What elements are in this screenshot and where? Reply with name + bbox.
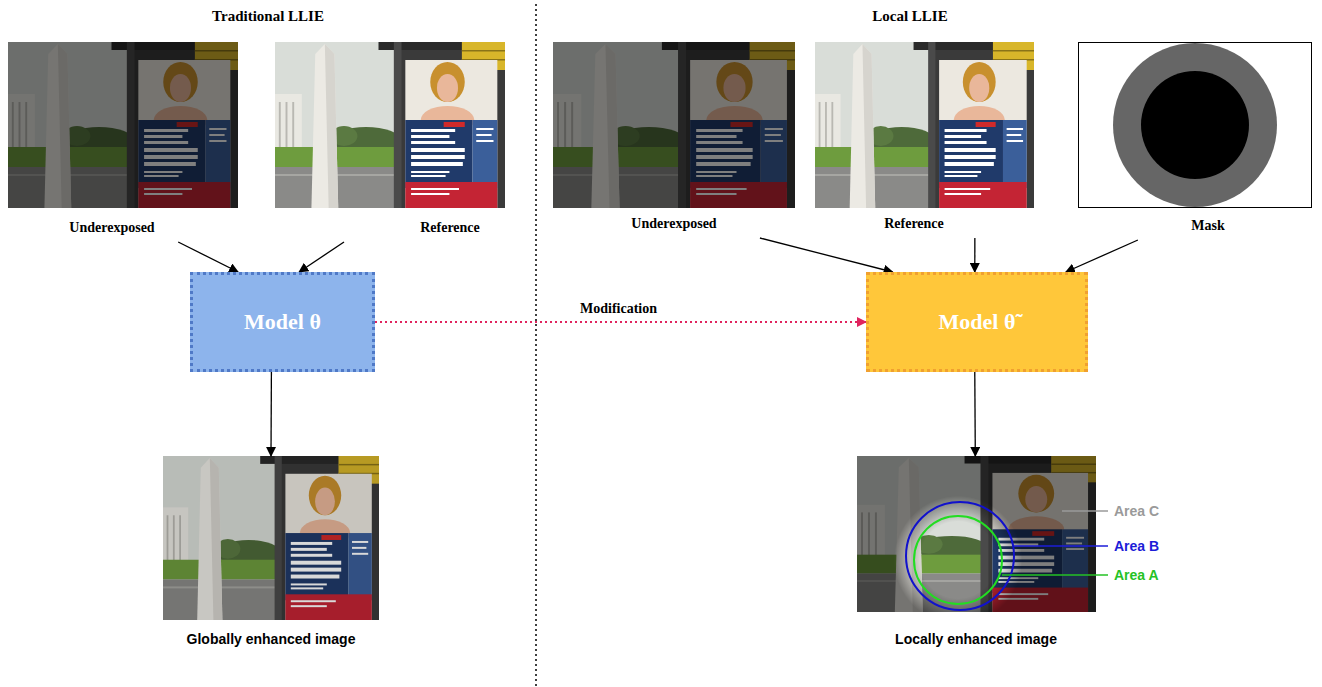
photo-panel: Locally enhanced image	[857, 456, 1096, 653]
photo-panel: Globally enhanced image	[163, 456, 379, 653]
flow-arrow	[1066, 240, 1138, 272]
leader-lines	[1002, 511, 1108, 575]
image-caption: Locally enhanced image	[895, 631, 1057, 647]
underexposed-photo	[553, 42, 795, 208]
underexposed-photo	[553, 42, 795, 208]
flow-arrow	[974, 372, 976, 456]
model-name: Model θ	[244, 309, 321, 335]
flow-arrow	[178, 242, 238, 272]
reference-photo	[815, 42, 1034, 208]
underexposed-photo	[8, 42, 238, 208]
section-heading: Traditional LLIE	[212, 8, 324, 25]
underexposed-photo	[8, 42, 238, 208]
section-heading: Local LLIE	[872, 8, 947, 25]
leader-lines	[1002, 574, 1108, 576]
leader-lines	[1062, 510, 1108, 512]
local-result-photo	[914, 516, 1002, 604]
photo-panel: Reference	[815, 42, 1034, 238]
edge-label: Modification	[578, 301, 659, 317]
image-caption: Mask	[1191, 218, 1224, 234]
local-result-photo	[857, 456, 1096, 612]
flow-arrow	[299, 242, 344, 272]
model-box: Model θ̃	[866, 272, 1088, 372]
mask-image	[1079, 43, 1312, 208]
image-caption: Globally enhanced image	[187, 631, 356, 647]
reference-photo	[815, 42, 1034, 208]
mask-image	[1141, 71, 1249, 179]
area-label: Area C	[1114, 503, 1159, 519]
area-label: Area A	[1114, 567, 1159, 583]
model-name: Model θ̃	[939, 309, 1016, 335]
image-caption: Reference	[420, 220, 480, 236]
mask-panel: Mask	[1078, 42, 1312, 240]
reference-photo	[275, 42, 505, 208]
flow-arrow	[760, 238, 893, 272]
image-caption: Underexposed	[631, 216, 716, 232]
flow-arrow	[974, 238, 975, 272]
local-result-photo	[857, 456, 1096, 612]
image-caption: Reference	[884, 216, 944, 232]
photo-panel: Reference	[275, 42, 505, 242]
local-result-photo	[906, 502, 1014, 610]
global-result-photo	[163, 456, 379, 620]
underexposed-photo	[8, 42, 238, 208]
section-divider	[535, 4, 537, 687]
mask-image	[1113, 43, 1277, 207]
local-result-photo	[857, 456, 1096, 612]
area-label: Area B	[1114, 538, 1159, 554]
underexposed-photo	[553, 42, 795, 208]
mask-image	[1079, 43, 1312, 208]
photo-panel: Underexposed	[8, 42, 238, 242]
global-result-photo	[163, 456, 379, 620]
image-caption: Underexposed	[69, 220, 154, 236]
model-box: Model θ	[190, 272, 375, 372]
flow-arrow	[270, 372, 272, 456]
leader-lines	[1014, 545, 1108, 547]
global-result-photo	[163, 456, 379, 620]
photo-panel: Underexposed	[553, 42, 795, 238]
reference-photo	[275, 42, 505, 208]
modification-arrow	[375, 321, 866, 323]
